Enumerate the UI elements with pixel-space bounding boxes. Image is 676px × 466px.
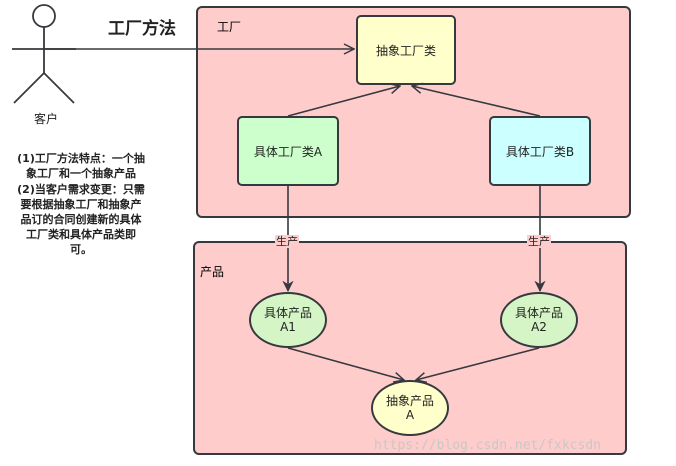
abstract-product-node[interactable]: 抽象产品 A (371, 380, 449, 436)
factory-b-node[interactable]: 具体工厂类B (489, 116, 591, 186)
factory-a-node[interactable]: 具体工厂类A (237, 116, 339, 186)
edge-label-produce-left: 生产 (275, 235, 299, 248)
note-point-2: (2)当客户需求变更：只需 要根据抽象工厂和抽象产 品订的合同创建新的具体 工厂… (17, 183, 145, 256)
product-a2-node[interactable]: 具体产品 A2 (500, 292, 578, 348)
actor-label: 客户 (33, 112, 58, 126)
watermark: https://blog.csdn.net/fxkcsdn (374, 438, 601, 453)
edge-label-produce-right: 生产 (527, 235, 551, 248)
actor-stick-figure-icon (12, 4, 76, 104)
product-group-label: 产品 (200, 265, 225, 279)
factory-group-label: 工厂 (217, 20, 242, 34)
product-a1-node[interactable]: 具体产品 A1 (249, 292, 327, 348)
abstract-factory-node[interactable]: 抽象工厂类 (356, 15, 456, 85)
note-point-1: (1)工厂方法特点：一个抽 象工厂和一个抽象产品 (17, 152, 145, 180)
diagram-title: 工厂方法 (108, 19, 176, 39)
